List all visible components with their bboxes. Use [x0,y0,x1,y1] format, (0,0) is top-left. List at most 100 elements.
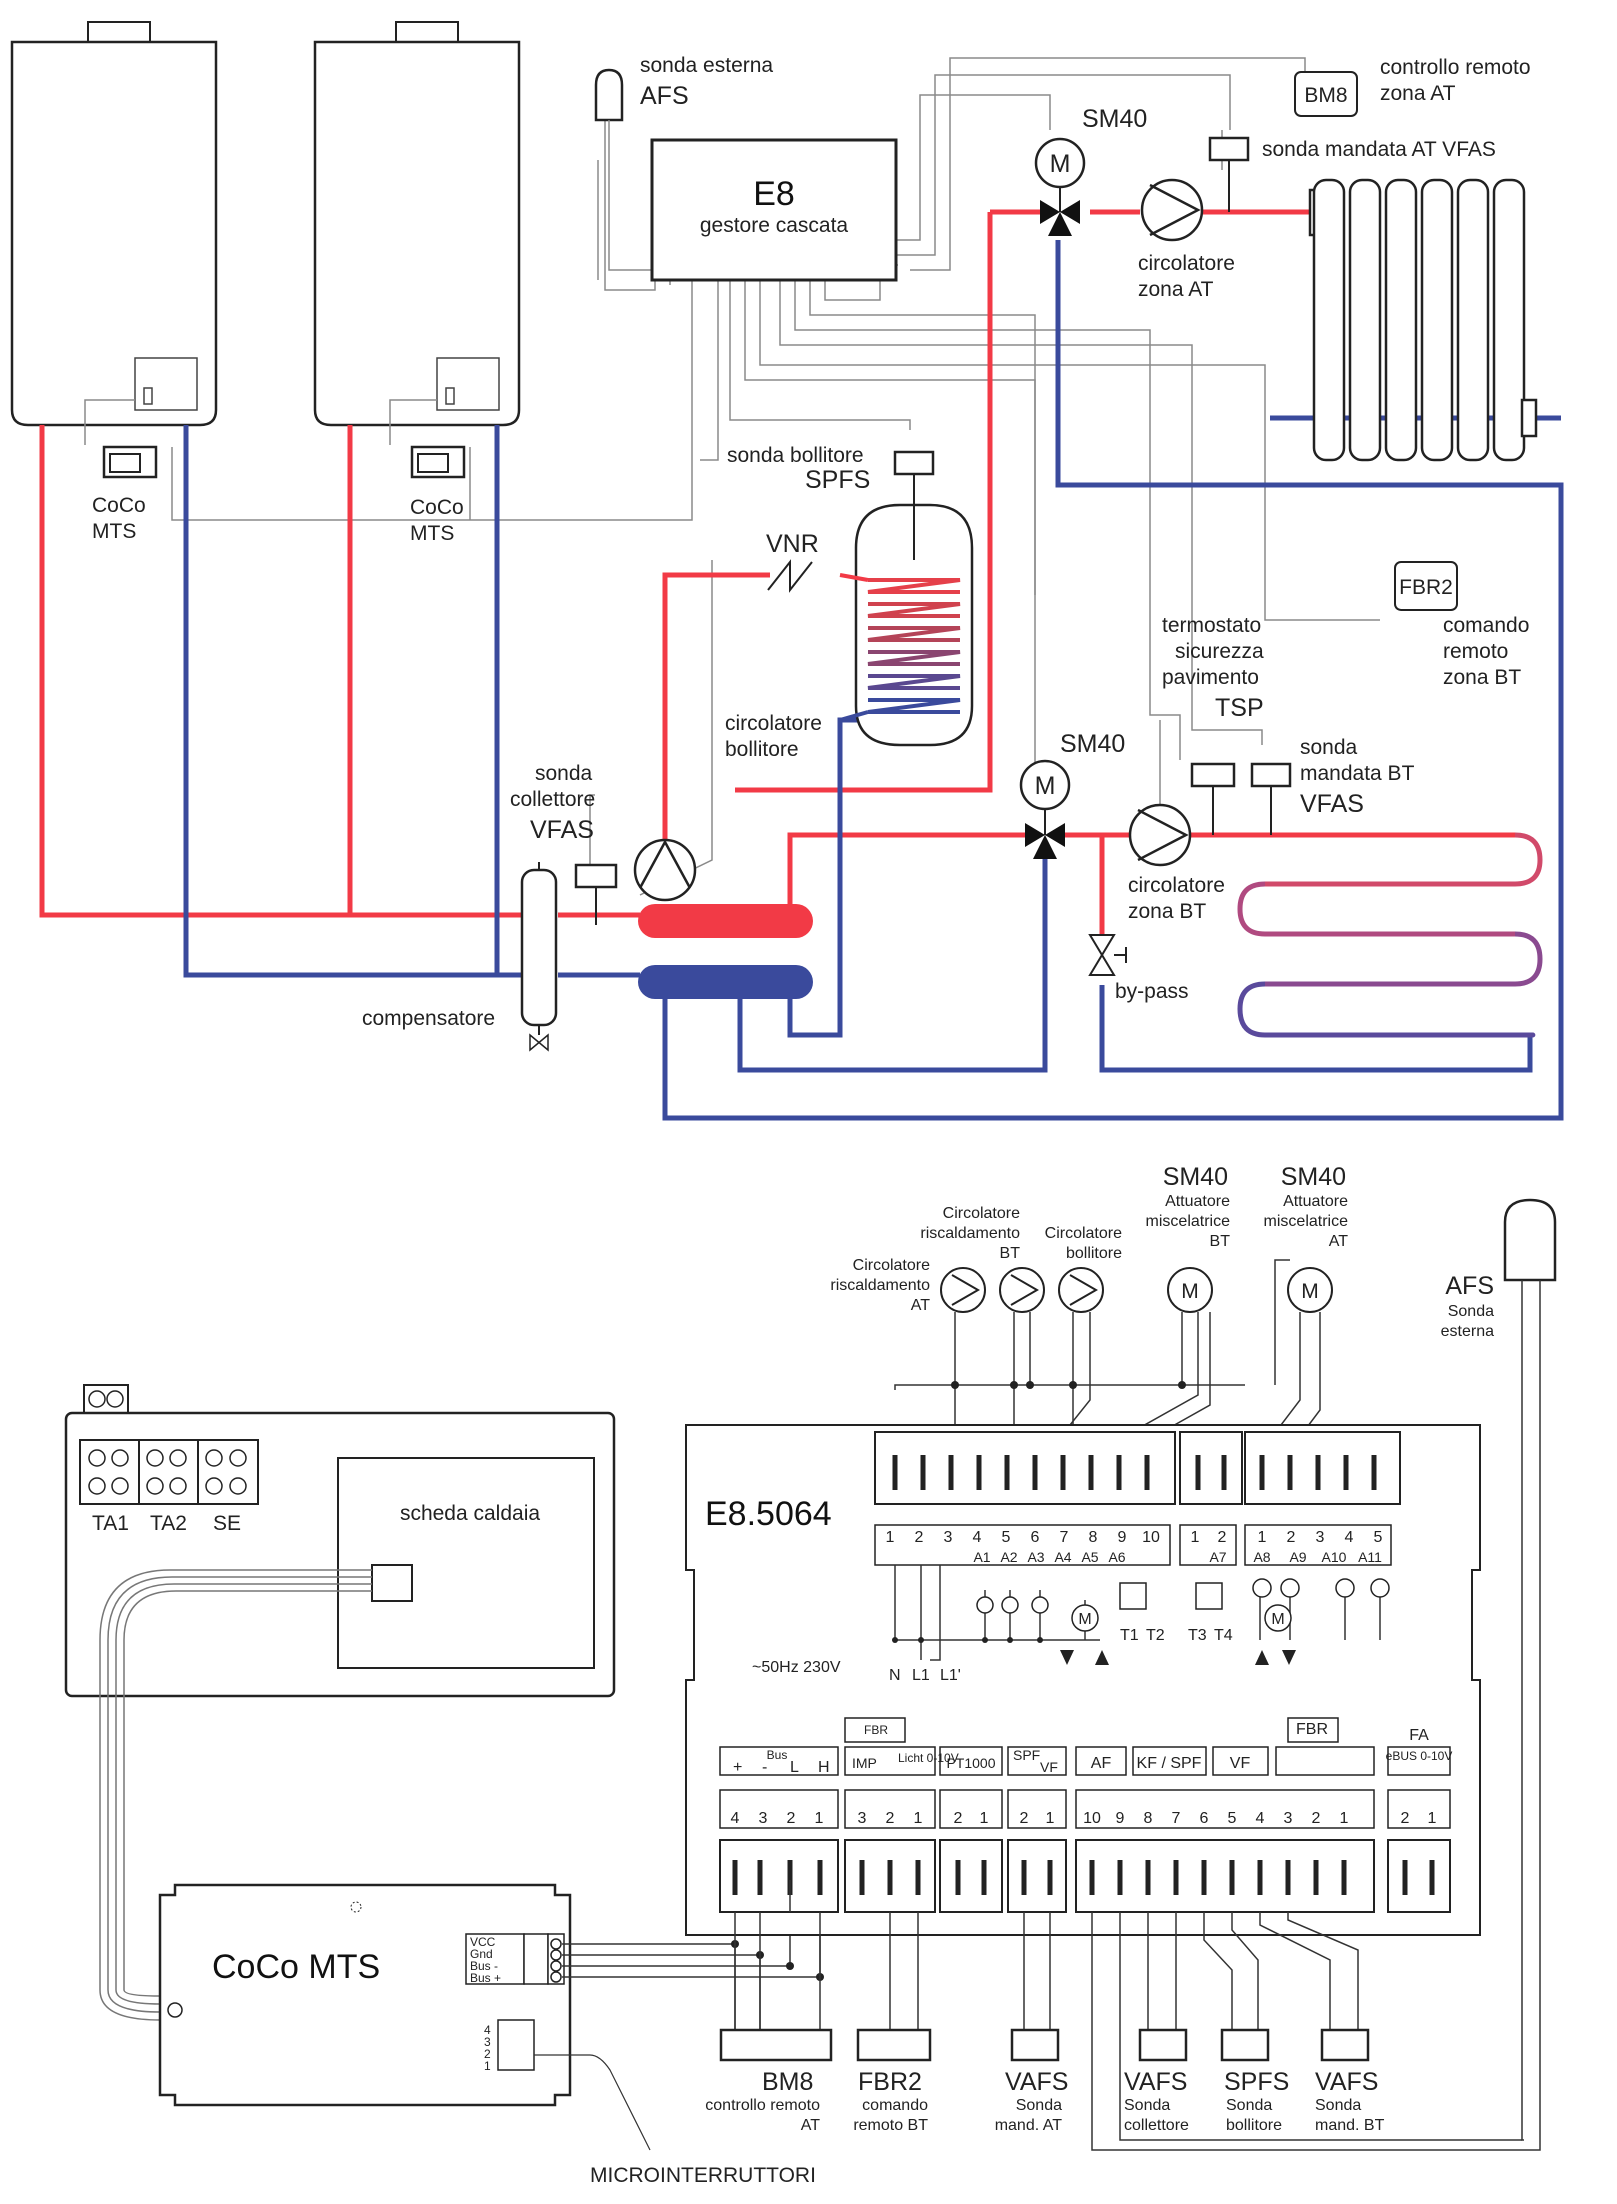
pump-boiler-label-2: bollitore [725,738,799,761]
junction-dots [951,1381,1186,1389]
sm40-at-code: SM40 [1281,1163,1346,1191]
tsp-label-3: pavimento [1162,666,1259,689]
circ-risc-at-l2: riscaldamento [830,1277,930,1294]
vfas-bt-label-2: mandata BT [1300,762,1415,785]
svg-text:1: 1 [484,2059,491,2073]
t2-label: T2 [1146,1627,1165,1644]
terminal-number: 2 [1312,1810,1321,1827]
terminal-number: 1 [980,1810,989,1827]
tsp-code: TSP [1215,694,1264,722]
bus-dots [731,1940,824,1981]
svg-text:M: M [1050,150,1071,178]
vafs-bt-bottom-code: VAFS [1315,2068,1378,2096]
mains-l1: L1 [912,1667,930,1684]
fbr2-remote-top: FBR2 comando remoto zona BT [1394,561,1529,689]
bottom-devices: BM8 controllo remoto AT FBR2 comando rem… [705,2028,1385,2134]
vf-label-1: VF [1040,1759,1058,1775]
terminal-number: A2 [1000,1549,1017,1565]
terminal-number: 6 [1200,1810,1209,1827]
terminal-number: 1 [1258,1529,1267,1546]
tsp-label-2: sicurezza [1175,640,1264,663]
bm8-label-1: controllo remoto [1380,56,1531,79]
coco2-label-2: MTS [410,522,454,545]
svg-text:M: M [1181,1280,1199,1303]
terminal-number: 2 [1401,1810,1410,1827]
t3-label: T3 [1188,1627,1207,1644]
afs-wiring-l1: Sonda [1448,1303,1494,1320]
coco-module-2: CoCo MTS [410,445,466,545]
terminal-number: 6 [1031,1529,1040,1546]
t1-label: T1 [1120,1627,1139,1644]
terminal-number: 10 [1142,1529,1160,1546]
vafs-bt-bottom-l1: Sonda [1315,2097,1361,2114]
terminal-number: A5 [1081,1549,1098,1565]
terminal-number: 5 [1374,1529,1383,1546]
terminal-number: A8 [1253,1549,1270,1565]
afs-wiring-l2: esterna [1441,1323,1494,1340]
terminal-number: 1 [1191,1529,1200,1546]
vafs-coll-bottom-code: VAFS [1124,2068,1187,2096]
pump-bt-label-2: zona BT [1128,900,1206,923]
spfs-bottom-l2: bollitore [1226,2117,1282,2134]
bypass-valve: by-pass [1088,934,1189,1003]
fbr2-label-2: remoto [1443,640,1508,663]
sm40-at-l1: Attuatore [1283,1193,1348,1210]
bm8-remote-top: BM8 controllo remoto zona AT [1294,56,1531,117]
terminal-number: 3 [759,1810,768,1827]
svg-text:M: M [1078,1611,1091,1628]
terminal-number: 3 [858,1810,867,1827]
bm8-bottom-code: BM8 [762,2068,813,2096]
afs-probe-top: sonda esterna AFS [594,54,773,285]
svg-text:4: 4 [484,2023,491,2037]
afs-probe-wiring [1503,1198,1557,2151]
se-label: SE [213,1512,241,1535]
pump-at-label-1: circolatore [1138,252,1235,275]
vfas-coll-code: VFAS [530,816,594,844]
terminal-number: 4 [731,1810,740,1827]
terminal-number: 1 [886,1529,895,1546]
vfas-coll-label-1: sonda [535,762,593,785]
svg-text:2: 2 [484,2047,491,2061]
spfs-code: SPFS [805,466,870,494]
terminal-number: A3 [1027,1549,1044,1565]
mains-n: N [889,1667,901,1684]
fbr2-bottom-l2: remoto BT [853,2117,928,2134]
spfs-bottom-l1: Sonda [1226,2097,1272,2114]
terminal-number: 10 [1083,1810,1101,1827]
fa-label: eBUS 0-10V [1386,1749,1453,1763]
sm40-bt-code: SM40 [1163,1163,1228,1191]
vafs-at-bottom-l2: mand. AT [995,2117,1063,2134]
sm40-at-l3: AT [1329,1233,1348,1250]
compensatore: compensatore [362,862,558,1052]
terminal-number: 5 [1228,1810,1237,1827]
svg-text:M: M [1271,1611,1284,1628]
fbr2-bottom-l1: comando [862,2097,928,2114]
supply-pipes [39,209,1515,935]
bm8-bottom-l1: controllo remoto [705,2097,820,2114]
circ-risc-bt-l1: Circolatore [943,1205,1020,1222]
afs-label: sonda esterna [640,54,773,77]
pump-boiler-label-1: circolatore [725,712,822,735]
boiler-card: TA1 TA2 SE scheda caldaia [64,1384,616,1698]
fbr-imp: IMP [852,1755,877,1771]
bottom-wires [734,1880,1522,2151]
bm8-label-2: zona AT [1380,82,1456,105]
afs-code: AFS [640,82,689,110]
terminal-number: 5 [1002,1529,1011,1546]
terminal-number: 4 [1345,1529,1354,1546]
vfas-bt-code: VFAS [1300,790,1364,818]
bypass-label: by-pass [1115,980,1189,1003]
terminal-number: 3 [944,1529,953,1546]
coco-mts-title: CoCo MTS [212,1948,380,1986]
vafs-at-bottom-code: VAFS [1005,2068,1068,2096]
terminal-number: A1 [973,1549,990,1565]
svg-text:M: M [1301,1280,1319,1303]
coco-bus2: Bus + [470,1971,501,1985]
e8-subtitle: gestore cascata [700,214,849,237]
sm40-bt-l1: Attuatore [1165,1193,1230,1210]
pump-boiler: circolatore bollitore [633,712,822,902]
bus-plus: + [733,1759,742,1776]
